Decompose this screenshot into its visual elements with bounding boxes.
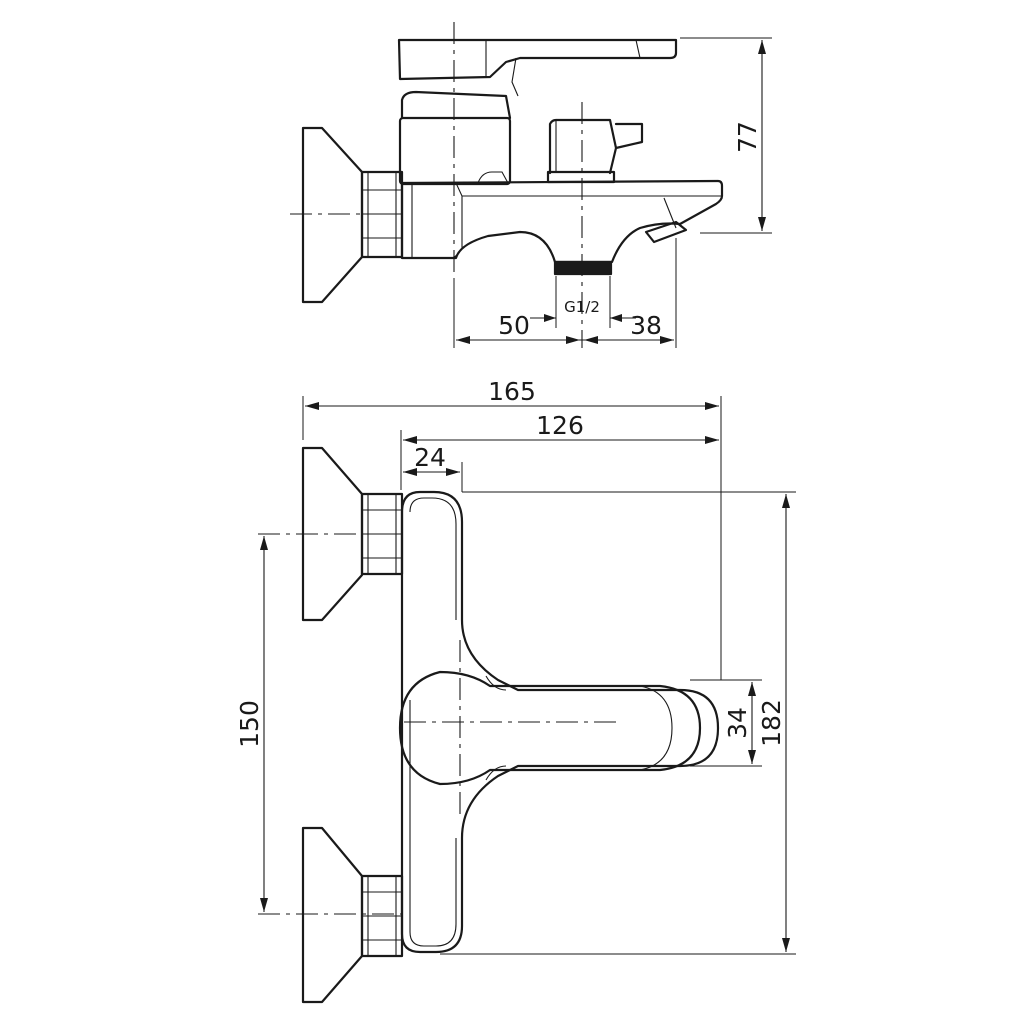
dim-overall-width: 165 [302, 377, 722, 680]
side-wall-flange [301, 126, 364, 304]
side-aerator [644, 197, 688, 244]
label-body-width: 126 [536, 411, 584, 440]
dim-overall-height: 182 [440, 491, 796, 955]
label-outlet-offset-left: 50 [498, 311, 530, 340]
dim-lever-width: 34 [690, 679, 762, 767]
front-lever-handle [398, 670, 702, 786]
dim-wall-to-body: 24 [403, 443, 463, 492]
label-thread: G1/2 [564, 298, 600, 316]
dim-thread: G1/2 [530, 276, 636, 328]
side-diverter-knob [546, 118, 644, 184]
front-hex-nut-bottom [360, 874, 404, 958]
front-view [258, 446, 720, 1004]
label-centers-distance: 150 [235, 700, 264, 748]
front-body [400, 490, 720, 954]
dim-body-width: 126 [400, 411, 719, 490]
dim-centers-distance: 150 [235, 536, 268, 912]
label-overall-height: 182 [757, 699, 786, 747]
label-outlet-offset-right: 38 [630, 311, 662, 340]
label-spout-height: 77 [733, 121, 762, 153]
dim-outlet-offsets: 50 38 [453, 238, 677, 348]
label-wall-to-body: 24 [414, 443, 446, 472]
side-thread-outlet [553, 260, 613, 276]
front-wall-flange-bottom [301, 826, 364, 1004]
label-overall-width: 165 [488, 377, 536, 406]
dim-spout-height: 77 [680, 37, 772, 234]
label-lever-width: 34 [723, 707, 752, 739]
side-cartridge-lever [397, 38, 678, 186]
side-body [400, 179, 724, 264]
side-view [290, 22, 724, 348]
